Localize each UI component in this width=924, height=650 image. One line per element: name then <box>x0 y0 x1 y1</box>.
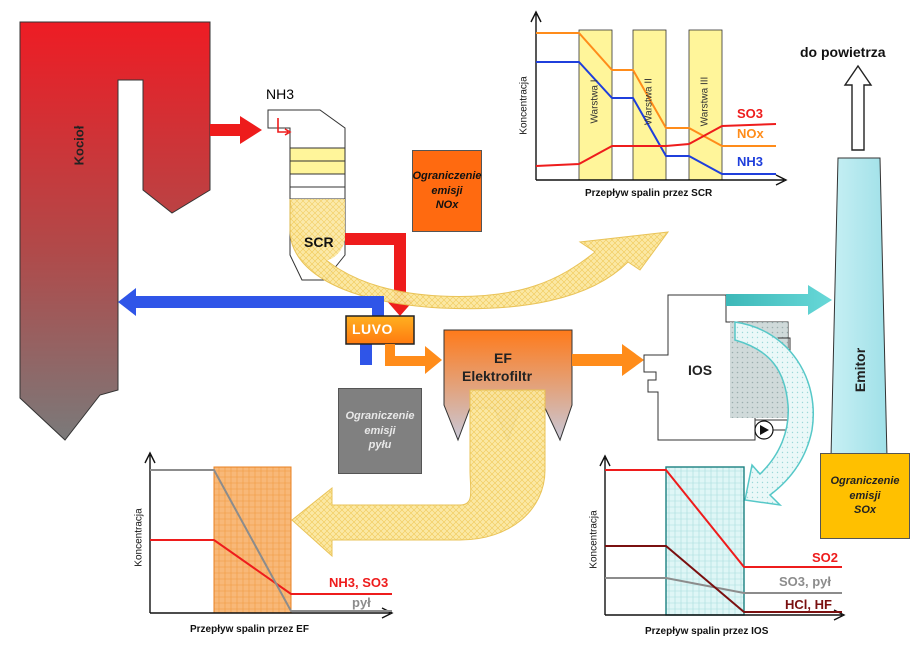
emitor-stack <box>829 157 889 501</box>
scr-layer-label-2: Warstwa II <box>643 78 655 125</box>
luvo-label: LUVO <box>352 321 393 337</box>
ef-chart-ylabel: Koncentracja <box>133 508 145 567</box>
ef-series-nh3so3-line <box>150 539 392 595</box>
ef-label-line1: EF <box>494 350 512 366</box>
ios-chart-ylabel: Koncentracja <box>588 510 600 569</box>
scr-series-nox-line <box>536 32 776 147</box>
note-sox-line3: SOx <box>853 504 876 517</box>
ios-y-axis <box>599 454 611 615</box>
ef-y-axis <box>144 451 156 613</box>
ios-series-so3pyl-line <box>605 577 842 594</box>
scr-x-axis <box>536 174 788 186</box>
scr-series-nh3-line <box>536 61 776 175</box>
ios-label: IOS <box>688 362 713 378</box>
ios-series-hclhf-label: HCl, HF <box>785 597 832 612</box>
note-pyl-line1: Ograniczenie <box>345 409 415 422</box>
scr-label: SCR <box>304 234 334 250</box>
luvo-box <box>345 315 415 345</box>
note-sox: Ograniczenie emisji SOx <box>820 453 910 539</box>
note-sox-line1: Ograniczenie <box>830 474 900 487</box>
emitor-label: Emitor <box>852 347 868 393</box>
scr-layer-band-3 <box>688 29 723 181</box>
ios-series-hclhf-line <box>605 545 842 613</box>
scr-layer-label-3: Warstwa III <box>699 76 711 127</box>
chart-scr <box>530 10 788 186</box>
note-nox: Ograniczenie emisji NOx <box>412 150 482 232</box>
boiler-shape <box>19 21 211 441</box>
note-pyl-line3: pyłu <box>368 439 392 452</box>
ios-series-so2-label: SO2 <box>812 550 839 565</box>
scr-series-so3-label: SO3 <box>737 106 764 121</box>
scr-top-hood <box>267 109 346 149</box>
ios-pump-triangle <box>760 425 769 435</box>
scr-chart-ylabel: Koncentracja <box>518 76 530 135</box>
note-nox-line1: Ograniczenie <box>412 169 482 182</box>
nh3-inlet-label: NH3 <box>266 86 294 102</box>
ios-series-so3pyl-label: SO3, pył <box>779 574 832 589</box>
scr-series-nh3-label: NH3 <box>737 154 764 169</box>
ios-chart-xlabel: Przepływ spalin przez IOS <box>645 626 769 637</box>
chart-ef <box>144 451 394 619</box>
note-sox-line2: emisji <box>849 489 881 502</box>
arrow-luvo-to-ef <box>385 344 442 374</box>
ef-x-axis <box>150 607 394 619</box>
ef-output-curved-arrow <box>291 389 546 558</box>
do-powietrza-label: do powietrza <box>800 44 886 60</box>
scr-output-curved-arrow <box>289 198 670 310</box>
ios-zone-band <box>665 466 745 616</box>
up-arrow-icon <box>843 64 873 151</box>
scr-catalyst-layers <box>289 147 346 200</box>
ios-output-curved-arrow <box>734 321 814 507</box>
note-nox-line2: emisji <box>431 184 463 197</box>
scr-output-fill <box>290 199 345 261</box>
scr-layer-band-2 <box>632 29 667 181</box>
arrow-ios-to-emitor <box>726 285 832 315</box>
ios-series-so2-line <box>605 469 842 568</box>
scr-series-so3-line <box>535 123 777 167</box>
note-nox-line3: NOx <box>435 199 459 212</box>
ef-label-line2: Elektrofiltr <box>462 368 533 384</box>
scr-chart-xlabel: Przepływ spalin przez SCR <box>585 188 713 199</box>
ef-series-nh3so3-label: NH3, SO3 <box>329 575 389 590</box>
nh3-inlet-text: NH3 <box>266 86 295 102</box>
scr-layer-label-1: Warstwa I <box>589 79 601 124</box>
ef-series-pyl-label: pył <box>352 595 371 610</box>
ef-series-pyl-line <box>150 469 392 612</box>
scr-y-axis <box>530 10 542 180</box>
kociol-label: Kocioł <box>71 125 87 166</box>
duct-air-inlet <box>360 343 372 365</box>
arrow-boiler-to-scr <box>210 116 262 144</box>
ef-chart-xlabel: Przepływ spalin przez EF <box>190 624 309 635</box>
note-pyl: Ograniczenie emisji pyłu <box>338 388 422 474</box>
duct-air-to-boiler <box>118 288 384 343</box>
arrow-ef-to-ios <box>572 344 644 376</box>
nh3-injection-arrow <box>277 118 292 136</box>
chart-ios <box>599 454 846 621</box>
scr-series-nox-label: NOx <box>737 126 764 141</box>
note-pyl-line2: emisji <box>364 424 396 437</box>
